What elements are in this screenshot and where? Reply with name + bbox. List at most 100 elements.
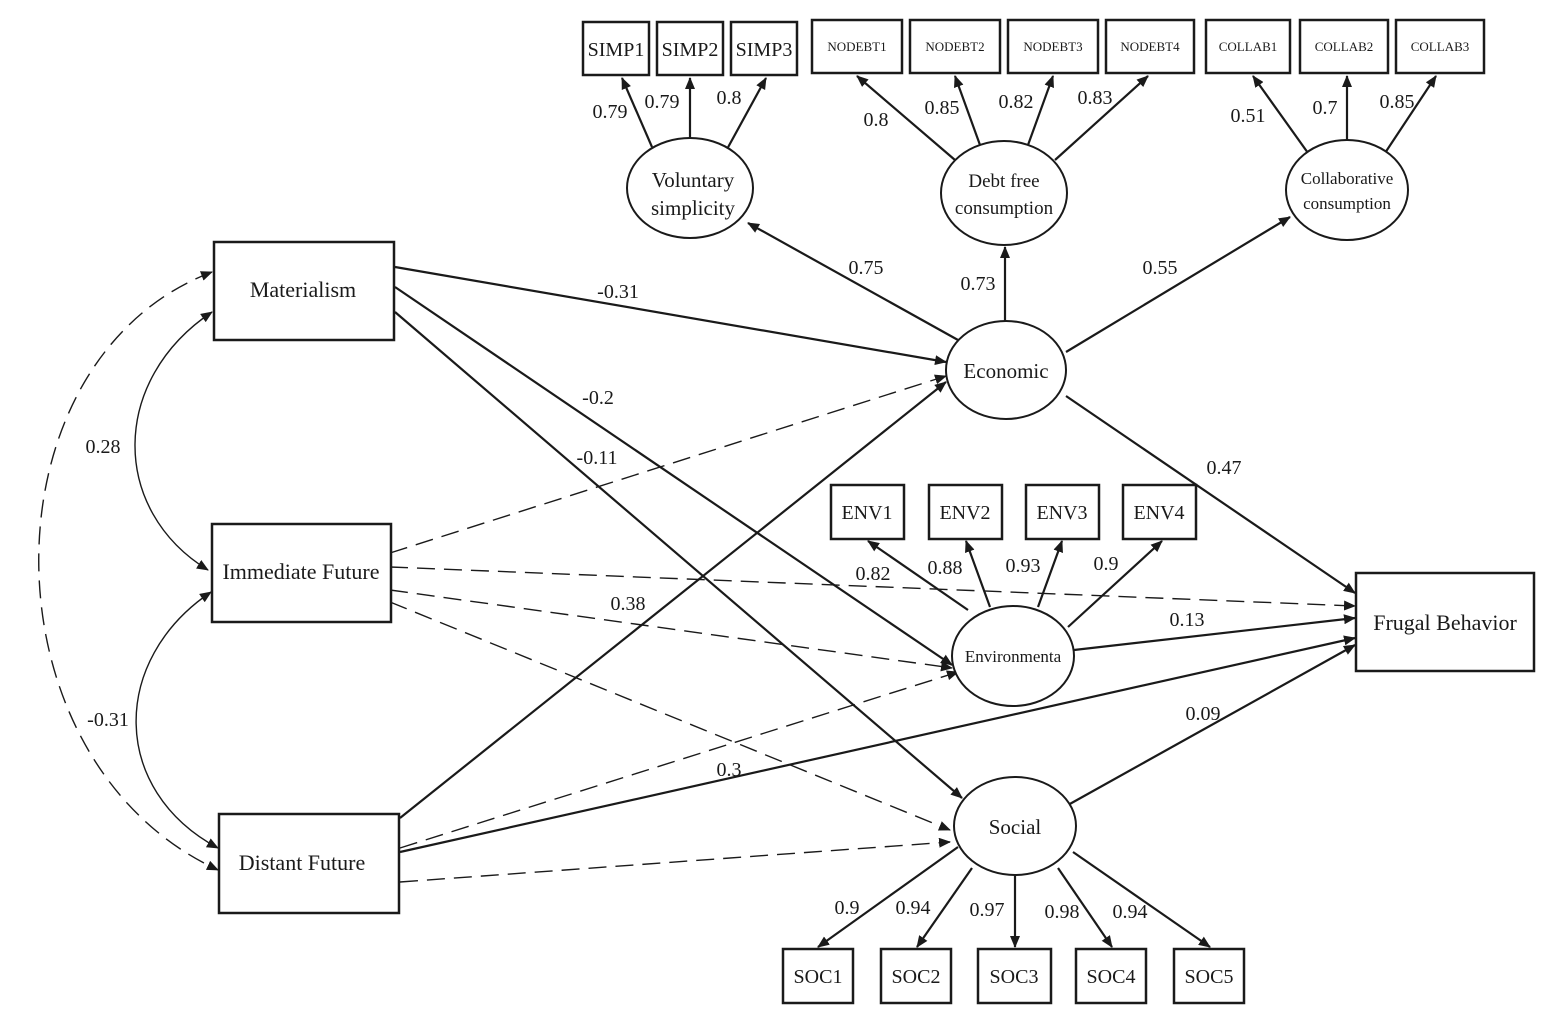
- node-frugal-behavior: Frugal Behavior: [1354, 571, 1536, 673]
- latent-label: Economic: [963, 359, 1048, 383]
- path-label-economic-frugal: 0.47: [1207, 457, 1242, 479]
- loading-label-soc5: 0.94: [1113, 901, 1148, 923]
- loading-arrow-env3: [1036, 540, 1064, 608]
- indicator-label: ENV1: [841, 502, 892, 524]
- node-immediate-future: Immediate Future: [210, 522, 393, 624]
- indicator-simp1: SIMP1: [581, 20, 651, 77]
- path-materialism-social: [394, 311, 963, 799]
- loading-label-soc2: 0.94: [896, 897, 931, 919]
- latent-economic: Economic: [945, 320, 1067, 420]
- indicator-label: COLLAB3: [1411, 39, 1470, 54]
- path-label-materialism-environmental: -0.2: [582, 387, 614, 409]
- loading-arrow-soc5: [1072, 851, 1211, 948]
- indicator-label: ENV3: [1036, 502, 1087, 524]
- loading-label-nodebt1: 0.8: [864, 109, 889, 131]
- second-order-arrow-collab: [1065, 216, 1291, 353]
- indicator-soc2: SOC2: [879, 947, 953, 1005]
- indicator-env1: ENV1: [829, 483, 906, 541]
- latent-label-line2: consumption: [955, 198, 1054, 219]
- indicator-label: NODEBT2: [925, 39, 984, 54]
- path-label-environmental-frugal: 0.13: [1170, 609, 1205, 631]
- indicator-nodebt2: NODEBT2: [908, 18, 1002, 75]
- indicator-env4: ENV4: [1121, 483, 1198, 541]
- indicator-label: SOC3: [990, 966, 1039, 988]
- loading-label-soc3: 0.97: [970, 899, 1005, 921]
- indicator-label: SOC2: [892, 966, 941, 988]
- latent-label-line1: Collaborative: [1301, 169, 1394, 188]
- indicator-label: NODEBT4: [1120, 39, 1180, 54]
- loading-label-collab2: 0.7: [1313, 97, 1338, 119]
- loading-label-env2: 0.88: [928, 557, 963, 579]
- indicator-simp3: SIMP3: [729, 20, 799, 77]
- path-label-distant-frugal: 0.3: [717, 759, 742, 781]
- loading-label-collab1: 0.51: [1231, 105, 1266, 127]
- latent-label-line1: Debt free: [968, 171, 1039, 192]
- path-label-materialism-economic: -0.31: [597, 281, 639, 303]
- loading-arrow-nodebt3: [1026, 75, 1055, 146]
- indicator-nodebt1: NODEBT1: [810, 18, 904, 75]
- loading-arrow-soc2: [916, 867, 973, 948]
- latent-collaborative-consumption: Collaborative consumption: [1285, 139, 1409, 241]
- latent-label-line1: Voluntary: [652, 168, 735, 192]
- loading-label-simp1: 0.79: [593, 101, 628, 123]
- latent-label: Environmenta: [965, 647, 1062, 666]
- loading-label-nodebt3: 0.82: [999, 91, 1034, 113]
- path-label-social-frugal: 0.09: [1186, 703, 1221, 725]
- indicator-simp2: SIMP2: [655, 20, 725, 77]
- loading-arrow-nodebt2: [953, 75, 982, 146]
- loading-arrow-simp3: [725, 77, 767, 152]
- indicator-label: SIMP1: [588, 39, 645, 61]
- indicator-label: SIMP2: [662, 39, 719, 61]
- indicator-soc5: SOC5: [1172, 947, 1246, 1005]
- loading-arrow-simp1: [620, 77, 654, 148]
- dashed-immediate-social: [389, 601, 951, 831]
- correlation-materialism-immediate: [134, 311, 213, 571]
- second-order-label-debtfree: 0.73: [961, 273, 996, 295]
- loading-label-simp3: 0.8: [717, 87, 742, 109]
- loading-label-env1: 0.82: [856, 563, 891, 585]
- loading-label-nodebt4: 0.83: [1078, 87, 1113, 109]
- dashed-immediate-environmental: [389, 589, 953, 672]
- dashed-distant-social: [399, 837, 951, 883]
- indicator-collab2: COLLAB2: [1298, 18, 1390, 75]
- correlation-materialism-distant: [38, 271, 219, 871]
- indicator-collab1: COLLAB1: [1204, 18, 1292, 75]
- loading-label-soc4: 0.98: [1045, 901, 1080, 923]
- indicator-label: NODEBT3: [1023, 39, 1082, 54]
- loading-arrow-nodebt1: [856, 75, 956, 161]
- latent-social: Social: [953, 776, 1077, 876]
- second-order-label-voluntary: 0.75: [849, 257, 884, 279]
- indicator-label: ENV4: [1133, 502, 1184, 524]
- path-distant-economic: [399, 381, 947, 819]
- indicator-label: SOC4: [1087, 966, 1136, 988]
- latent-label: Social: [989, 815, 1042, 839]
- path-distant-frugal: [399, 635, 1356, 854]
- loading-arrow-nodebt4: [1054, 75, 1149, 161]
- loading-label-env3: 0.93: [1006, 555, 1041, 577]
- indicator-label: SOC1: [794, 966, 843, 988]
- correlation-label-immediate-distant: -0.31: [87, 709, 129, 731]
- indicator-env3: ENV3: [1024, 483, 1101, 541]
- path-environmental-frugal: [1073, 614, 1356, 652]
- indicator-label: NODEBT1: [827, 39, 886, 54]
- node-label: Frugal Behavior: [1373, 610, 1517, 635]
- indicator-label: COLLAB1: [1219, 39, 1278, 54]
- indicator-label: ENV2: [939, 502, 990, 524]
- indicator-soc4: SOC4: [1074, 947, 1148, 1005]
- second-order-arrow-voluntary: [747, 222, 959, 341]
- indicator-label: SOC5: [1185, 966, 1234, 988]
- correlation-label-materialism-immediate: 0.28: [86, 436, 121, 458]
- indicator-nodebt3: NODEBT3: [1006, 18, 1100, 75]
- path-label-distant-economic: 0.38: [611, 593, 646, 615]
- latent-debt-free-consumption: Debt free consumption: [940, 140, 1068, 246]
- loading-label-nodebt2: 0.85: [925, 97, 960, 119]
- node-label: Distant Future: [239, 850, 366, 875]
- loading-arrow-soc1: [817, 846, 959, 948]
- loading-arrow-soc4: [1057, 867, 1113, 948]
- node-materialism: Materialism: [212, 240, 396, 342]
- loading-arrow-env1: [867, 540, 969, 611]
- indicator-env2: ENV2: [927, 483, 1004, 541]
- second-order-label-collab: 0.55: [1143, 257, 1178, 279]
- loading-arrow-collab1: [1252, 75, 1309, 154]
- node-distant-future: Distant Future: [217, 812, 401, 915]
